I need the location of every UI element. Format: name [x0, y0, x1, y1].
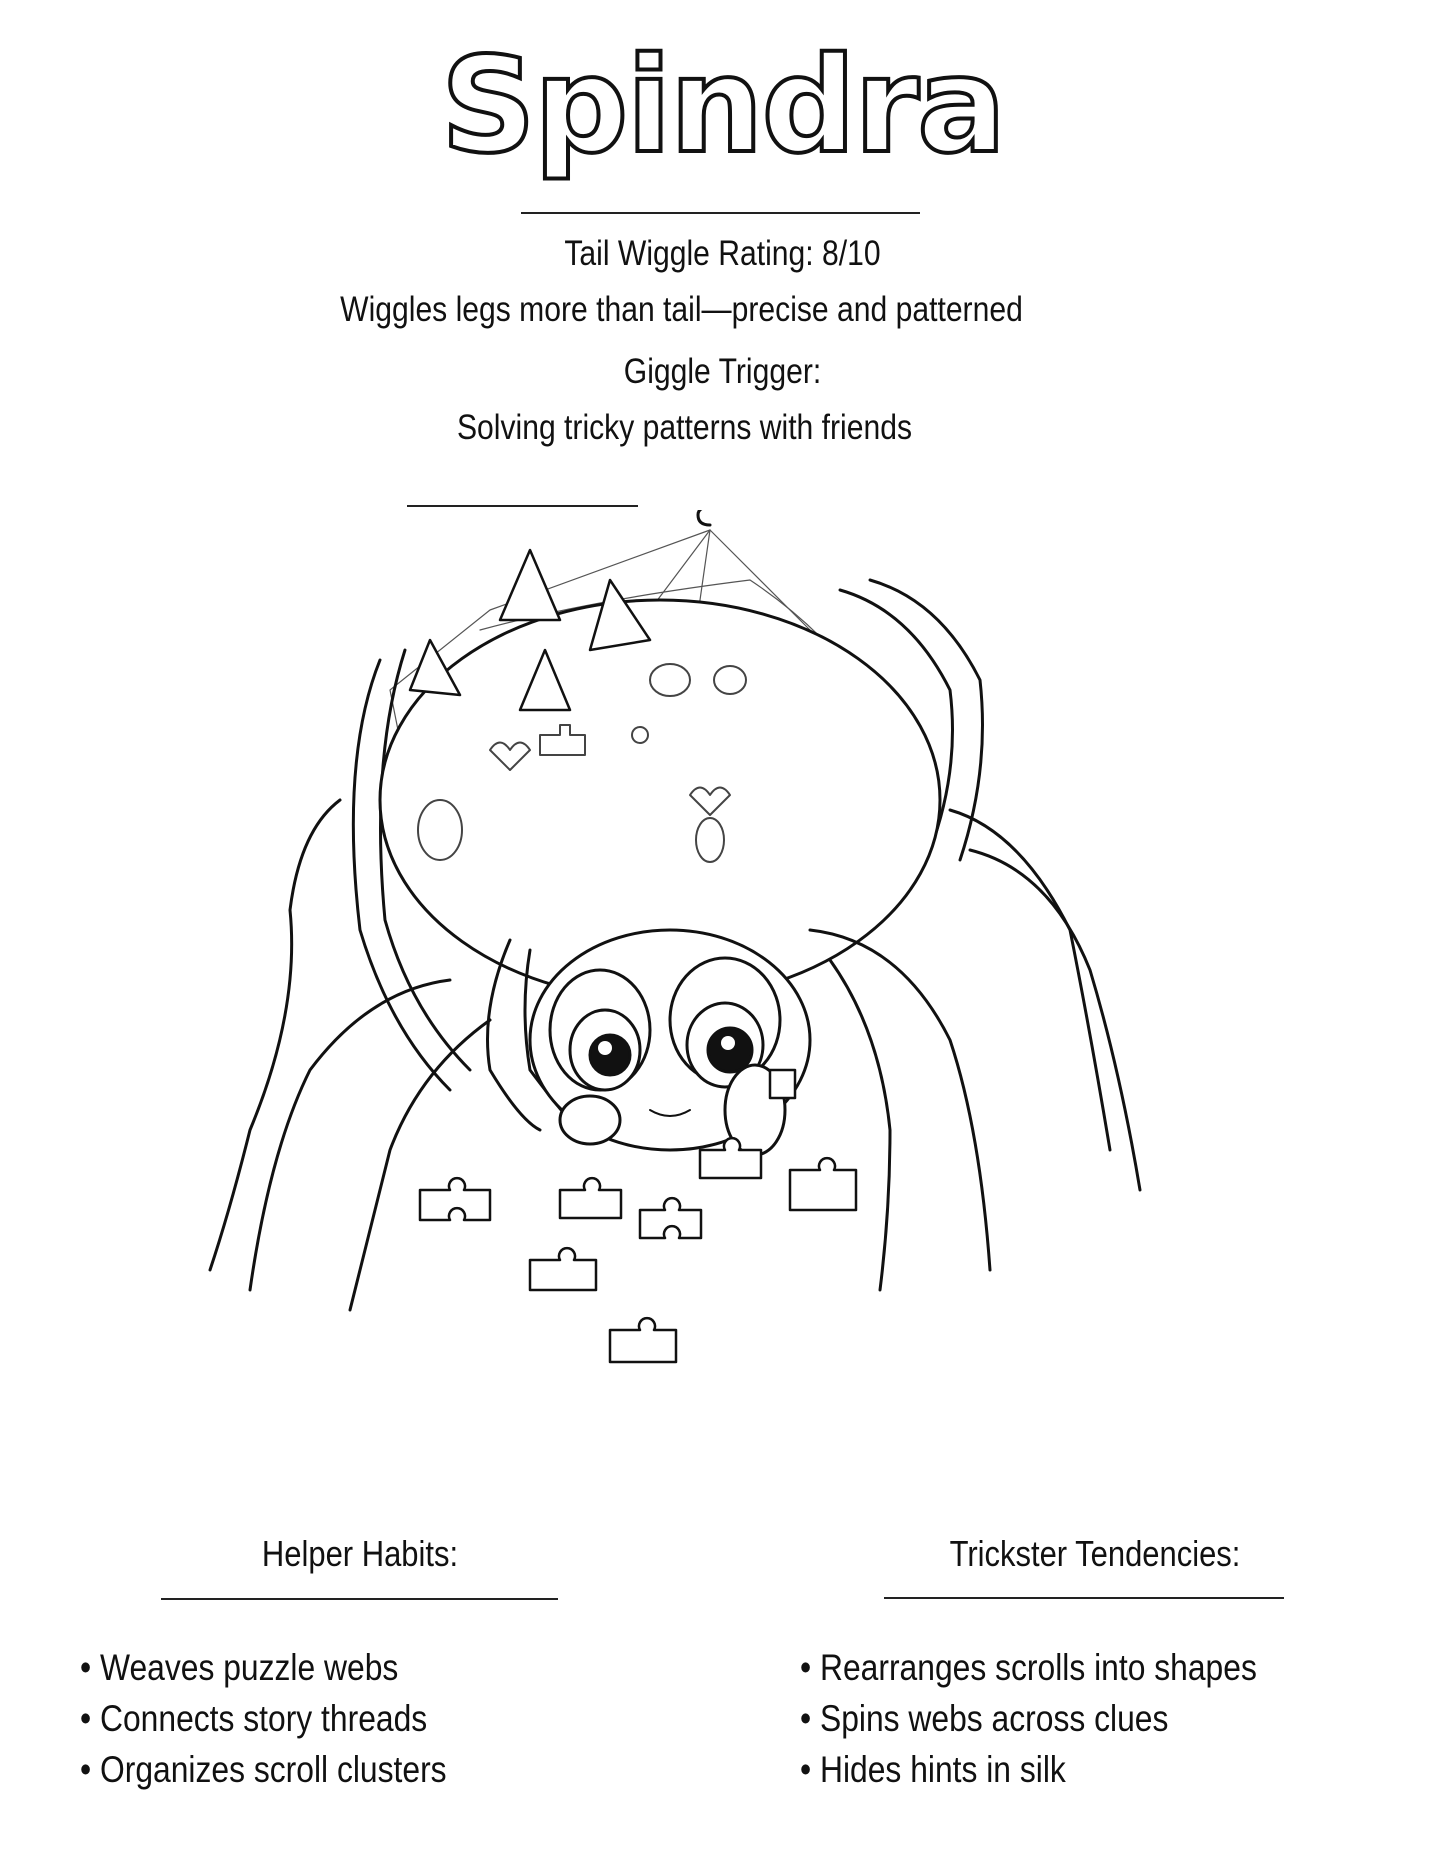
title-divider [521, 212, 920, 214]
page-title: Spindra [439, 29, 1008, 183]
giggle-trigger-label: Giggle Trigger: [623, 352, 822, 391]
stats-divider [407, 505, 638, 507]
list-item: • Connects story threads [80, 1698, 428, 1739]
tail-wiggle-rating: Tail Wiggle Rating: 8/10 [564, 234, 881, 273]
list-item: • Weaves puzzle webs [80, 1647, 399, 1688]
eye-right-icon [668, 956, 782, 1089]
bullet-icon: • [800, 1698, 812, 1739]
bullet-icon: • [80, 1647, 92, 1688]
bullet-icon: • [80, 1698, 92, 1739]
list-item: • Spins webs across clues [800, 1698, 1169, 1739]
giggle-trigger-value: Solving tricky patterns with friends [456, 408, 913, 447]
helper-divider [161, 1598, 558, 1600]
bullet-icon: • [800, 1749, 812, 1790]
bullet-icon: • [800, 1647, 812, 1688]
list-item: • Organizes scroll clusters [80, 1749, 447, 1790]
list-item: • Rearranges scrolls into shapes [800, 1647, 1257, 1688]
trickster-divider [884, 1597, 1284, 1599]
helper-habits-heading: Helper Habits: [261, 1533, 459, 1574]
helper-habits-list: • Weaves puzzle webs • Connects story th… [80, 1642, 447, 1795]
trickster-tendencies-heading: Trickster Tendencies: [949, 1533, 1241, 1574]
spider-illustration [190, 505, 1270, 1570]
trickster-tendencies-list: • Rearranges scrolls into shapes • Spins… [800, 1642, 1257, 1795]
puzzle-pieces-icon [418, 1068, 858, 1364]
eye-left-icon [548, 968, 652, 1092]
list-item: • Hides hints in silk [800, 1749, 1066, 1790]
wiggle-description: Wiggles legs more than tail—precise and … [340, 290, 1023, 329]
bullet-icon: • [80, 1749, 92, 1790]
title-block: Spindra [0, 29, 1445, 183]
